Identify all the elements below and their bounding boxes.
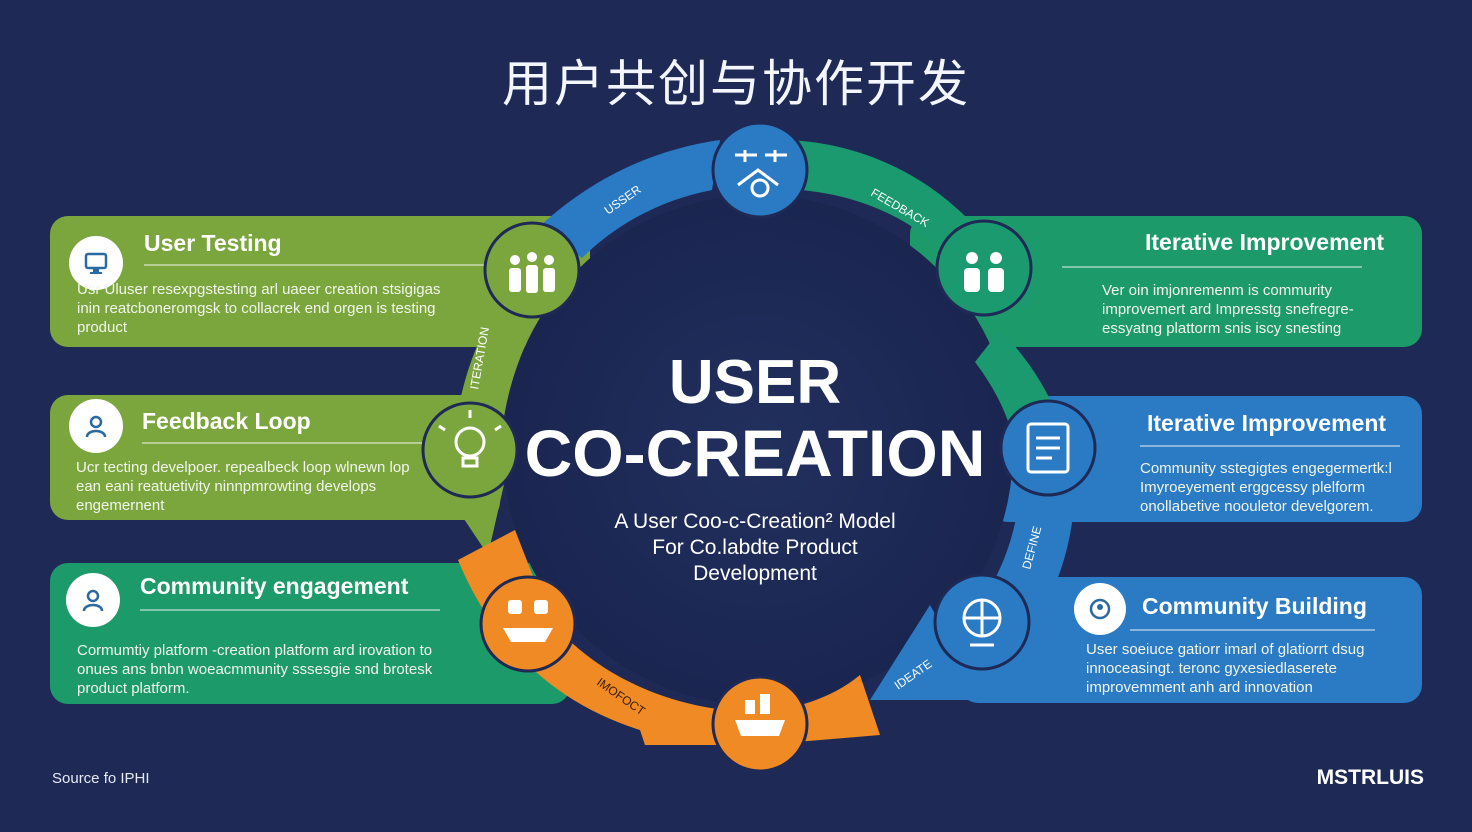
arc-segment-blue-right-lower: [870, 490, 1075, 700]
document-icon: [1026, 422, 1070, 474]
node-top: [711, 121, 809, 219]
divider: [140, 609, 440, 611]
page-title: 用户共创与协作开发: [502, 55, 970, 113]
divider: [1140, 445, 1400, 447]
card-title: Feedback Loop: [142, 408, 311, 434]
source-note: Source fo IPHI: [52, 770, 150, 787]
node-top-left: [483, 221, 581, 319]
card-title: Iterative Improvement: [1147, 410, 1387, 436]
center-subtitle-line1: A User Coo-c-Creation² Model: [614, 510, 896, 533]
person-icon: [69, 399, 123, 453]
node-right: [999, 399, 1097, 497]
lightbulb-icon: [438, 410, 502, 468]
collaboration-icon: [735, 150, 787, 198]
hands-growth-icon: [735, 694, 785, 736]
node-bottom: [711, 675, 809, 773]
card-body: Ver oin imjonremenm is commurity improve…: [1102, 282, 1354, 337]
center-heading-line2: CO-CREATION: [524, 416, 986, 490]
card-title: Community engagement: [140, 573, 409, 599]
divider: [1062, 266, 1362, 268]
team-icon: [509, 252, 555, 293]
divider: [142, 442, 422, 444]
node-left: [421, 401, 519, 499]
people-gear-icon: [964, 252, 1004, 292]
arc-segment-blue-top-left: [540, 140, 720, 258]
card-title: User Testing: [144, 230, 282, 256]
ring-center-background: [503, 195, 1013, 705]
center-subtitle-line3: Development: [693, 562, 817, 585]
node-bottom-left: [479, 575, 577, 673]
monitor-icon: [69, 236, 123, 290]
network-icon: [1074, 583, 1126, 635]
group-icon: [66, 573, 120, 627]
arc-segment-orange-bottom: [458, 530, 880, 745]
card-body: Usr Uluser resexpgstesting arl uaeer cre…: [77, 281, 441, 336]
node-bottom-right: [933, 573, 1031, 671]
card-title: Iterative Improvement: [1145, 229, 1385, 255]
handshake-icon: [503, 600, 553, 642]
card-community-engagement: Community engagement Cormumtiy platform …: [50, 563, 570, 704]
center-subtitle: A User Coo-c-Creation² Model For Co.labd…: [560, 509, 950, 587]
node-top-right: [935, 219, 1033, 317]
brand-logo-text: MSTRLUIS: [1316, 766, 1424, 789]
globe-icon: [962, 598, 1002, 647]
card-body: Ucr tecting develpoer. repealbeck loop w…: [76, 459, 410, 514]
card-body: User soeiuce gatiorr imarl of glatiorrt …: [1086, 641, 1365, 696]
center-heading-line1: USER: [668, 348, 842, 417]
divider: [144, 264, 520, 266]
card-body: Community sstegigtes engegermertk:l Imyr…: [1140, 460, 1392, 515]
card-body: Cormumtiy platform -creation platform ar…: [77, 642, 433, 697]
card-title: Community Building: [1142, 593, 1367, 619]
divider: [1130, 629, 1375, 631]
center-subtitle-line2: For Co.labdte Product: [652, 536, 858, 559]
